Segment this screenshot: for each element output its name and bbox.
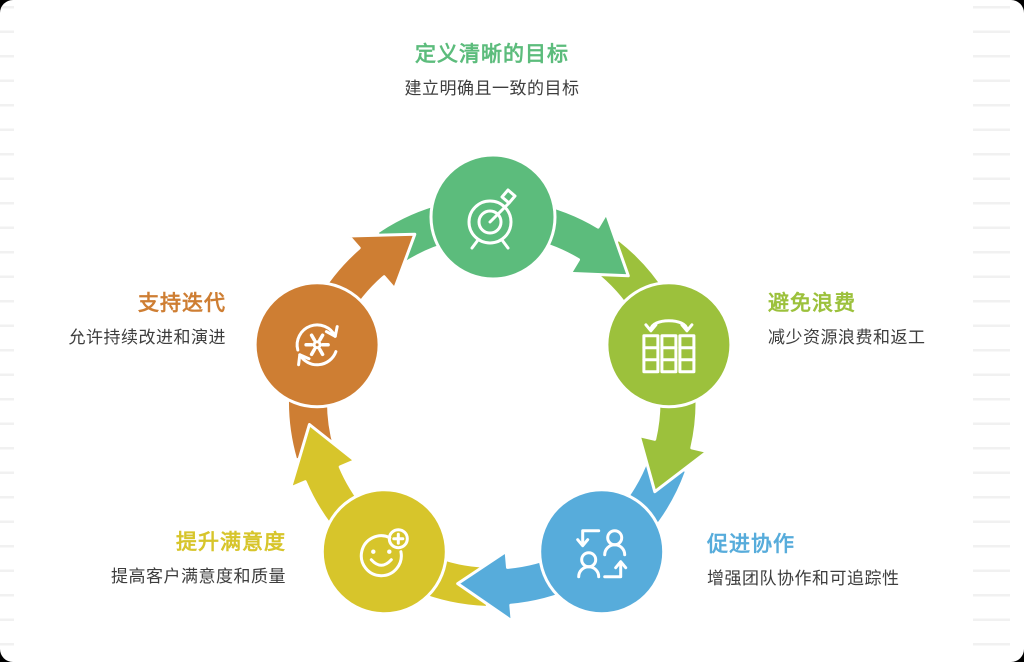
people-exchange-icon	[576, 529, 628, 579]
label-improve-satisfaction-subtitle: 提高客户满意度和质量	[111, 567, 286, 586]
label-define-goals-subtitle: 建立明确且一致的目标	[404, 79, 580, 98]
label-avoid-waste-title: 避免浪费	[768, 292, 856, 315]
smiley-plus-icon	[359, 528, 409, 578]
target-icon	[467, 188, 517, 250]
label-avoid-waste: 避免浪费 减少资源浪费和返工	[768, 291, 926, 349]
label-promote-collaboration-title: 促进协作	[707, 533, 795, 556]
label-support-iteration-subtitle: 允许持续改进和演进	[68, 328, 226, 347]
columns-swap-icon	[642, 319, 696, 374]
gear-cycle-icon	[295, 323, 339, 367]
label-support-iteration: 支持迭代 允许持续改进和演进	[26, 291, 226, 349]
label-define-goals: 定义清晰的目标 建立明确且一致的目标	[292, 42, 692, 100]
label-improve-satisfaction-title: 提升满意度	[176, 531, 286, 554]
node-circle-avoid-waste	[605, 281, 733, 409]
label-define-goals-title: 定义清晰的目标	[415, 43, 569, 66]
label-promote-collaboration: 促进协作 增强团队协作和可追踪性	[707, 532, 900, 590]
node-circle-promote-collaboration	[538, 488, 666, 616]
label-promote-collaboration-subtitle: 增强团队协作和可追踪性	[707, 569, 900, 588]
label-avoid-waste-subtitle: 减少资源浪费和返工	[768, 328, 926, 347]
label-improve-satisfaction: 提升满意度 提高客户满意度和质量	[85, 530, 286, 588]
label-support-iteration-title: 支持迭代	[138, 292, 226, 315]
node-circle-improve-satisfaction	[320, 488, 448, 616]
node-circle-support-iteration	[253, 281, 381, 409]
